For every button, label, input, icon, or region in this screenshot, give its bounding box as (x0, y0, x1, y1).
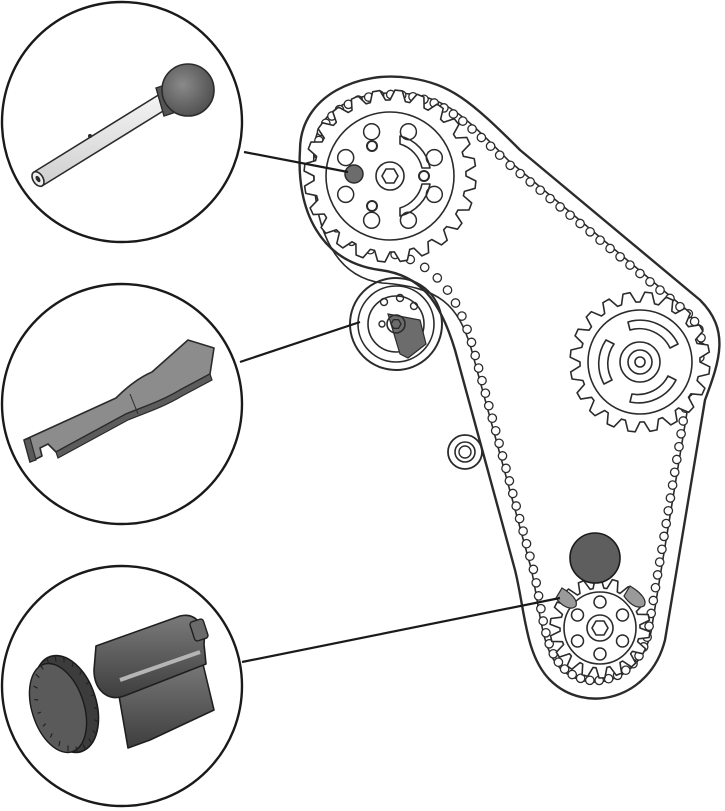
tensioner-pulley (349, 277, 443, 371)
locking-tool-icon (28, 614, 215, 754)
idler-pulley (447, 434, 483, 470)
locking-tool-head (569, 532, 621, 584)
callout-tensioner-wrench (0, 282, 244, 526)
leader-line-wrench (239, 320, 361, 364)
right-sprocket (569, 291, 711, 433)
leader-line-locking-tool (241, 596, 561, 664)
camshaft-sprocket (303, 89, 477, 263)
leader-line-pin (243, 150, 349, 174)
wrench-icon (23, 339, 215, 463)
callout-locking-pin (0, 0, 244, 244)
knurl-ridges (33, 655, 99, 753)
callout-crankshaft-locking-tool (0, 564, 244, 808)
crankshaft-sprocket (549, 532, 651, 679)
pin-icon (31, 63, 215, 188)
